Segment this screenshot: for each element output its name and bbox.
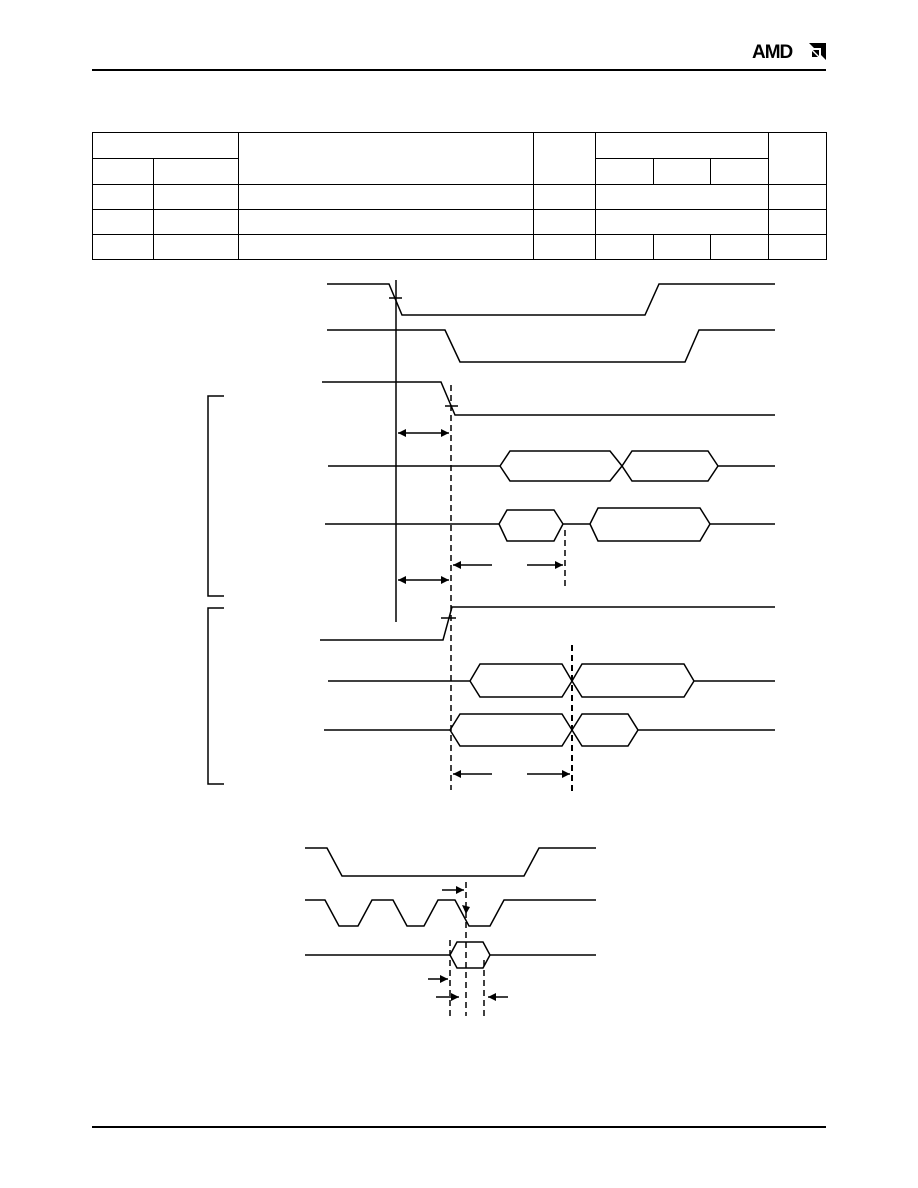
waveform-5-bus xyxy=(325,507,775,542)
table-cell xyxy=(595,234,654,260)
bracket-upper xyxy=(207,395,224,597)
arrowhead xyxy=(456,886,464,894)
table-row xyxy=(92,234,828,260)
arrowhead xyxy=(462,905,470,914)
arrowhead xyxy=(451,993,459,1001)
table-header-row-2 xyxy=(92,158,827,185)
arrowhead xyxy=(488,993,496,1001)
arrowhead xyxy=(440,975,448,983)
table-header-row-1 xyxy=(92,132,828,185)
table-cell xyxy=(709,234,770,260)
table-header-cell xyxy=(238,132,534,185)
arrowhead xyxy=(555,561,563,569)
waveform-8-bus xyxy=(324,713,775,747)
table-cell xyxy=(153,209,239,235)
table-row xyxy=(92,209,828,235)
arrowhead xyxy=(562,770,570,778)
waveform-7-bus xyxy=(328,663,775,698)
arrowhead xyxy=(453,561,461,569)
waveform-10 xyxy=(305,899,596,927)
arrowhead xyxy=(441,429,449,437)
waveform-11-bus xyxy=(305,941,596,969)
table-cell xyxy=(238,234,534,260)
arrowhead xyxy=(398,576,406,584)
table-cell xyxy=(768,234,828,260)
table-cell xyxy=(92,234,154,260)
table-cell xyxy=(238,184,534,210)
table-cell xyxy=(238,209,534,235)
waveform-9 xyxy=(305,847,596,877)
timing-spec-table xyxy=(92,132,828,260)
table-row xyxy=(92,184,828,210)
table-cell xyxy=(768,184,828,210)
arrowhead xyxy=(441,576,449,584)
table-cell xyxy=(153,234,239,260)
logo-text: AMD xyxy=(752,42,793,63)
table-cell xyxy=(594,184,770,210)
amd-logo: AMD xyxy=(752,42,828,64)
waveform-1 xyxy=(327,283,775,316)
table-header-cell xyxy=(709,158,770,185)
waveform-4-bus xyxy=(328,450,775,482)
amd-arrow-icon xyxy=(809,43,826,60)
table-header-cell xyxy=(768,132,828,185)
bracket-lower xyxy=(207,607,224,785)
table-header-cell xyxy=(595,158,654,185)
waveform-3 xyxy=(322,381,775,416)
table-header-cell xyxy=(92,158,154,185)
waveform-6 xyxy=(320,606,775,641)
table-cell xyxy=(92,209,154,235)
arrowhead xyxy=(398,429,406,437)
table-cell xyxy=(533,184,596,210)
footer-rule xyxy=(92,1126,826,1128)
table-cell xyxy=(594,209,770,235)
header-rule xyxy=(92,69,826,71)
waveform-2 xyxy=(327,329,775,363)
arrowhead xyxy=(453,770,461,778)
table-cell xyxy=(533,234,596,260)
